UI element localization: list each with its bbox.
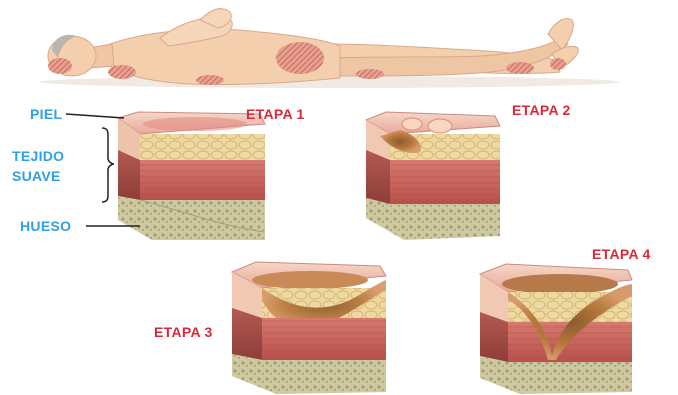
stage-1-tissue-block: [118, 112, 265, 240]
stage-3-label: ETAPA 3: [154, 324, 213, 340]
stage-4-label: ETAPA 4: [592, 246, 651, 262]
stage-3-tissue-block: [232, 262, 386, 394]
stage-2-tissue-block: [366, 112, 500, 240]
stage-1-label: ETAPA 1: [246, 106, 305, 122]
stage-2-label: ETAPA 2: [512, 102, 571, 118]
stage-4-tissue-block: [480, 264, 632, 394]
soft-tissue-label-line2: SUAVE: [12, 168, 61, 184]
skin-label: PIEL: [30, 106, 62, 122]
soft-tissue-label-line1: TEJIDO: [12, 148, 64, 164]
bone-label: HUESO: [20, 218, 71, 234]
lying-body-figure: [40, 9, 620, 88]
